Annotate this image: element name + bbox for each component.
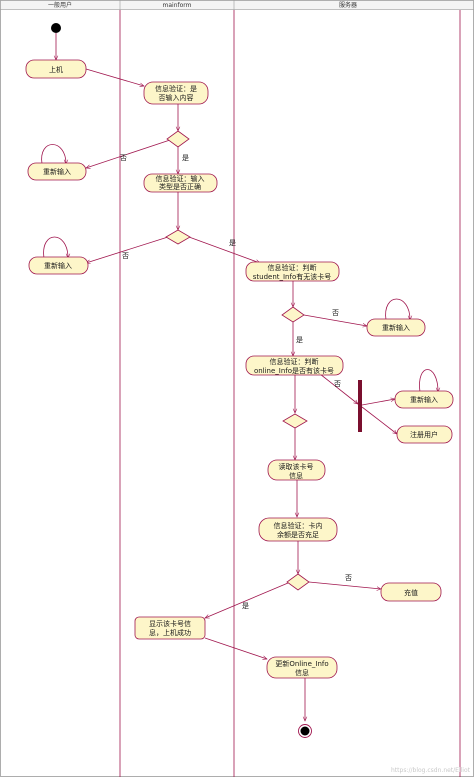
label-d5-no: 否 <box>345 574 352 582</box>
activity-update-online-line2: 信息 <box>295 668 309 677</box>
activity-show-info: 显示该卡号信 息，上机成功 <box>134 616 206 640</box>
activity-reenter-4: 重新输入 <box>394 390 454 409</box>
initial-node <box>51 23 61 33</box>
activity-verify-input: 信息验证：是 否输入内容 <box>143 81 209 105</box>
label-d2-no: 否 <box>122 252 129 260</box>
activity-register-label: 注册用户 <box>410 430 438 439</box>
activity-show-info-line1: 显示该卡号信 <box>149 619 191 628</box>
activity-reenter-2: 重新输入 <box>28 256 89 275</box>
label-d1-no: 否 <box>120 154 127 162</box>
activity-verify-input-line1: 信息验证：是 <box>155 84 197 93</box>
activity-verify-balance-line1: 信息验证：卡内 <box>274 521 323 530</box>
activity-login-label: 上机 <box>49 65 63 74</box>
activity-verify-online-line1: 信息验证：判断 <box>270 357 319 366</box>
edge-reenter-1-loop <box>41 144 66 165</box>
decision-merge <box>282 413 308 429</box>
edge-verify-online-bar <box>319 373 358 404</box>
final-node <box>298 724 312 738</box>
lane-title-server: 服务器 <box>339 1 357 9</box>
activity-update-online-line1: 更新Online_Info <box>275 659 328 668</box>
lane-title-mainform: mainform <box>163 2 192 9</box>
activity-show-info-line2: 息，上机成功 <box>149 628 191 637</box>
activity-reenter-2-label: 重新输入 <box>44 261 72 270</box>
activity-reenter-1: 重新输入 <box>27 162 87 181</box>
activity-verify-balance: 信息验证：卡内 余额是否充足 <box>258 517 338 542</box>
activity-read-card-line1: 读取该卡号 <box>279 462 314 471</box>
label-d3-no: 否 <box>332 309 339 317</box>
activity-verify-type-line2: 类型是否正确 <box>159 182 201 191</box>
label-d1-yes: 是 <box>182 154 189 162</box>
edge-labels: 否 是 否 是 否 是 否 否 是 <box>120 154 352 610</box>
activity-update-online: 更新Online_Info 信息 <box>266 656 338 679</box>
edge-bar-reenter-4 <box>361 399 395 406</box>
activity-reenter-1-label: 重新输入 <box>43 167 71 176</box>
watermark: https://blog.csdn.net/Elliot <box>391 767 471 774</box>
label-d2-yes: 是 <box>229 239 236 247</box>
activity-read-card-line2: 信息 <box>289 471 303 480</box>
edge-reenter-4-loop <box>419 369 438 393</box>
activity-reenter-3-label: 重新输入 <box>382 323 410 332</box>
edge-d5-show-info <box>205 582 289 618</box>
activity-reenter-3: 重新输入 <box>366 318 426 337</box>
label-d3-yes: 是 <box>296 336 303 344</box>
activity-verify-online: 信息验证：判断 online_Info是否有该卡号 <box>245 355 344 376</box>
activity-verify-type: 信息验证：输入 类型是否正确 <box>143 173 218 193</box>
activity-verify-balance-line2: 余额是否充足 <box>277 530 319 539</box>
lane-title-user: 一般用户 <box>48 1 72 9</box>
activity-register: 注册用户 <box>396 425 453 444</box>
decision-input-check <box>166 130 190 148</box>
decision-balance-check <box>286 573 310 591</box>
activity-reenter-4-label: 重新输入 <box>410 395 438 404</box>
sync-bar <box>358 380 362 432</box>
activity-recharge: 充值 <box>380 582 442 602</box>
edge-d1-reenter-1 <box>86 139 171 168</box>
edge-d5-recharge <box>308 581 381 589</box>
activity-verify-student-line2: student_Info有无该卡号 <box>253 272 332 281</box>
edge-login-verify-input <box>85 68 144 86</box>
edge-bar-register <box>361 406 397 434</box>
activity-read-card: 读取该卡号 信息 <box>267 459 326 481</box>
decision-type-check <box>165 229 191 245</box>
activity-verify-student-line1: 信息验证：判断 <box>268 263 317 272</box>
activity-recharge-label: 充值 <box>404 588 418 597</box>
decision-student-check <box>281 306 305 323</box>
edge-reenter-3-loop <box>385 298 410 320</box>
activity-login: 上机 <box>25 59 87 79</box>
activity-verify-input-line2: 否输入内容 <box>159 93 194 102</box>
label-online-no: 否 <box>334 380 341 388</box>
edge-d2-verify-student <box>188 236 260 263</box>
activity-verify-student: 信息验证：判断 student_Info有无该卡号 <box>245 261 340 282</box>
edge-show-info-update-online <box>204 637 267 659</box>
edge-reenter-2-loop <box>43 236 68 258</box>
activity-verify-type-line1: 信息验证：输入 <box>156 174 205 183</box>
edge-d2-reenter-2 <box>86 236 169 263</box>
edges <box>41 33 438 721</box>
activity-verify-online-line2: online_Info是否有该卡号 <box>254 366 334 375</box>
label-d5-yes: 是 <box>242 602 249 610</box>
edge-d3-reenter-3 <box>303 314 367 326</box>
